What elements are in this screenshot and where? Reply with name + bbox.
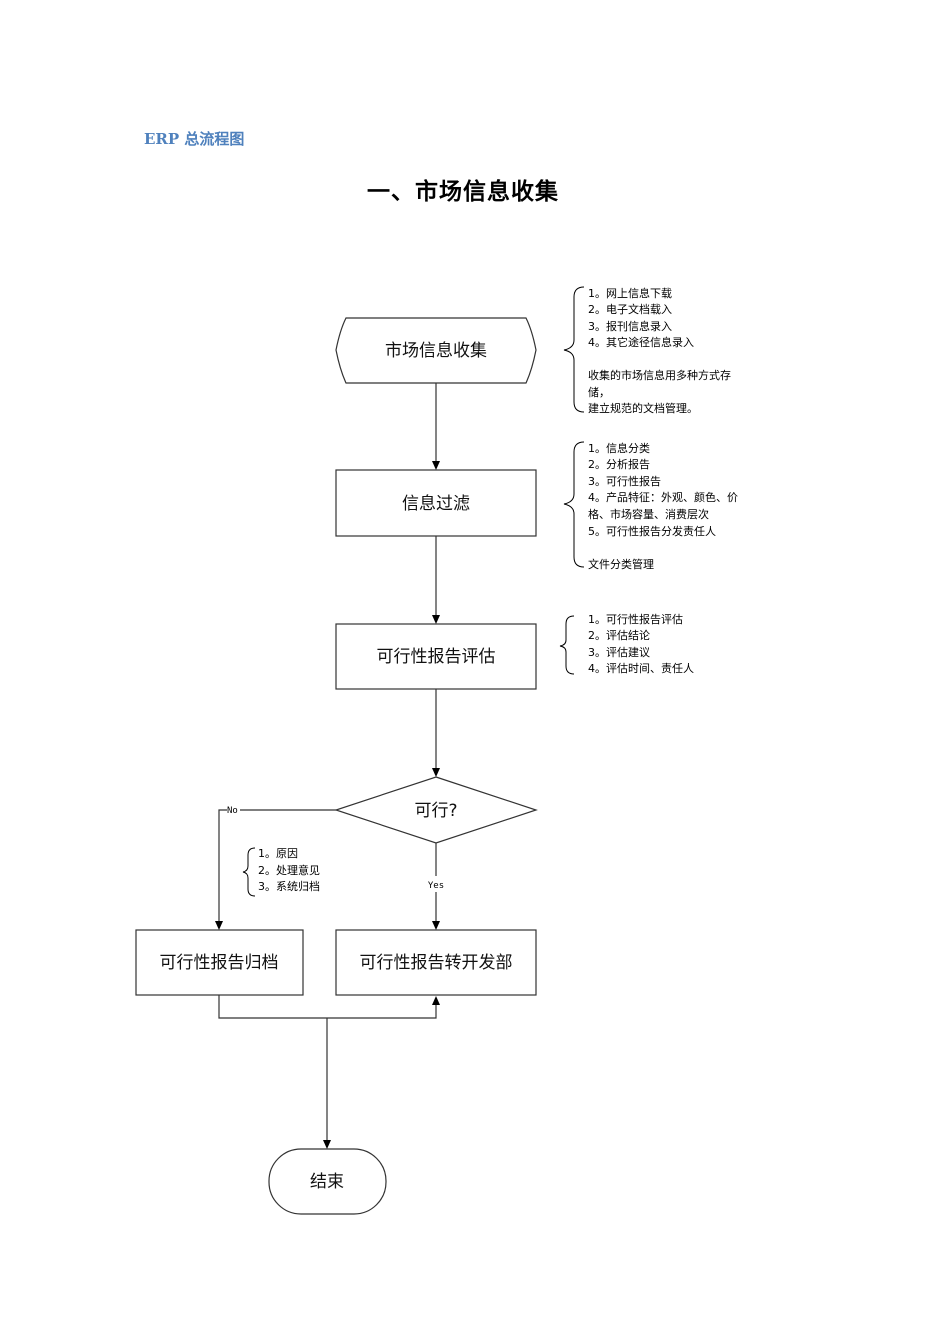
archive-label: 可行性报告归档 [160,953,279,973]
edge-no-vertical [218,809,227,922]
note-line: 格、市场容量、消费层次 [588,507,709,521]
node-filter[interactable]: 信息过滤 [335,469,537,537]
brace-no-branch [242,847,256,897]
transfer-shape [335,929,537,996]
note-line: 1。原因 [258,847,298,860]
arrowhead [432,615,440,624]
note-line: 2。处理意见 [258,863,320,877]
note-line: 建立规范的文档管理。 [588,401,698,415]
arrowhead [432,768,440,777]
note-no-branch: 1。原因 2。处理意见 3。系统归档 [258,847,320,893]
note-line: 1。可行性报告评估 [588,612,683,626]
note-line: 4。产品特征：外观、颜色、价 [588,490,738,504]
start-shape [335,317,537,384]
filter-label: 信息过滤 [402,494,470,514]
evaluate-shape [335,623,537,690]
node-archive[interactable]: 可行性报告归档 [135,929,304,996]
note-evaluate: 1。可行性报告评估 2。评估结论 3。评估建议 4。评估时间、责任人 [588,612,694,675]
arrowhead [432,996,440,1005]
arrowhead [432,921,440,930]
brace-filter [563,441,585,568]
note-line: 3。系统归档 [258,879,320,893]
note-line: 4。评估时间、责任人 [588,662,694,675]
note-filter: 1。信息分类 2。分析报告 3。可行性报告 4。产品特征：外观、颜色、价 格、市… [588,441,738,571]
node-evaluate[interactable]: 可行性报告评估 [335,623,537,690]
note-line: 5。可行性报告分发责任人 [588,524,716,538]
note-line: 1。网上信息下载 [588,286,672,300]
evaluate-label: 可行性报告评估 [377,647,496,667]
note-line: 2。评估结论 [588,628,650,642]
note-line: 储， [588,385,610,399]
arrowhead [323,1140,331,1149]
section-title: 一、市场信息收集 [367,178,559,205]
brace-start [563,286,585,413]
note-line: 4。其它途径信息录入 [588,335,694,349]
arrowhead [215,921,223,930]
node-transfer[interactable]: 可行性报告转开发部 [335,929,537,996]
brace-evaluate [559,615,575,675]
document-heading: ERP 总流程图 [144,130,245,148]
note-line: 2。分析报告 [588,457,650,471]
node-end[interactable]: 结束 [268,1148,387,1215]
transfer-label: 可行性报告转开发部 [360,953,513,973]
arrowhead [432,461,440,470]
edge-label-yes: Yes [428,881,444,891]
note-start: 1。网上信息下载 2。电子文档载入 3。报刊信息录入 4。其它途径信息录入 收集… [588,286,731,415]
note-line: 3。可行性报告 [588,474,661,488]
node-start[interactable]: 市场信息收集 [335,317,537,384]
end-shape [268,1148,387,1215]
node-decision[interactable]: 可行? [334,776,538,844]
end-label: 结束 [310,1172,344,1192]
edge-archive-transfer [218,995,437,1019]
start-label: 市场信息收集 [385,341,487,361]
note-line: 1。信息分类 [588,441,650,455]
note-line: 收集的市场信息用多种方式存 [588,368,731,382]
note-line: 2。电子文档载入 [588,302,672,316]
decision-label: 可行? [414,801,457,821]
note-line: 文件分类管理 [588,557,654,571]
note-line: 3。评估建议 [588,645,650,659]
note-line: 3。报刊信息录入 [588,319,672,333]
edge-label-no: No [227,806,238,816]
